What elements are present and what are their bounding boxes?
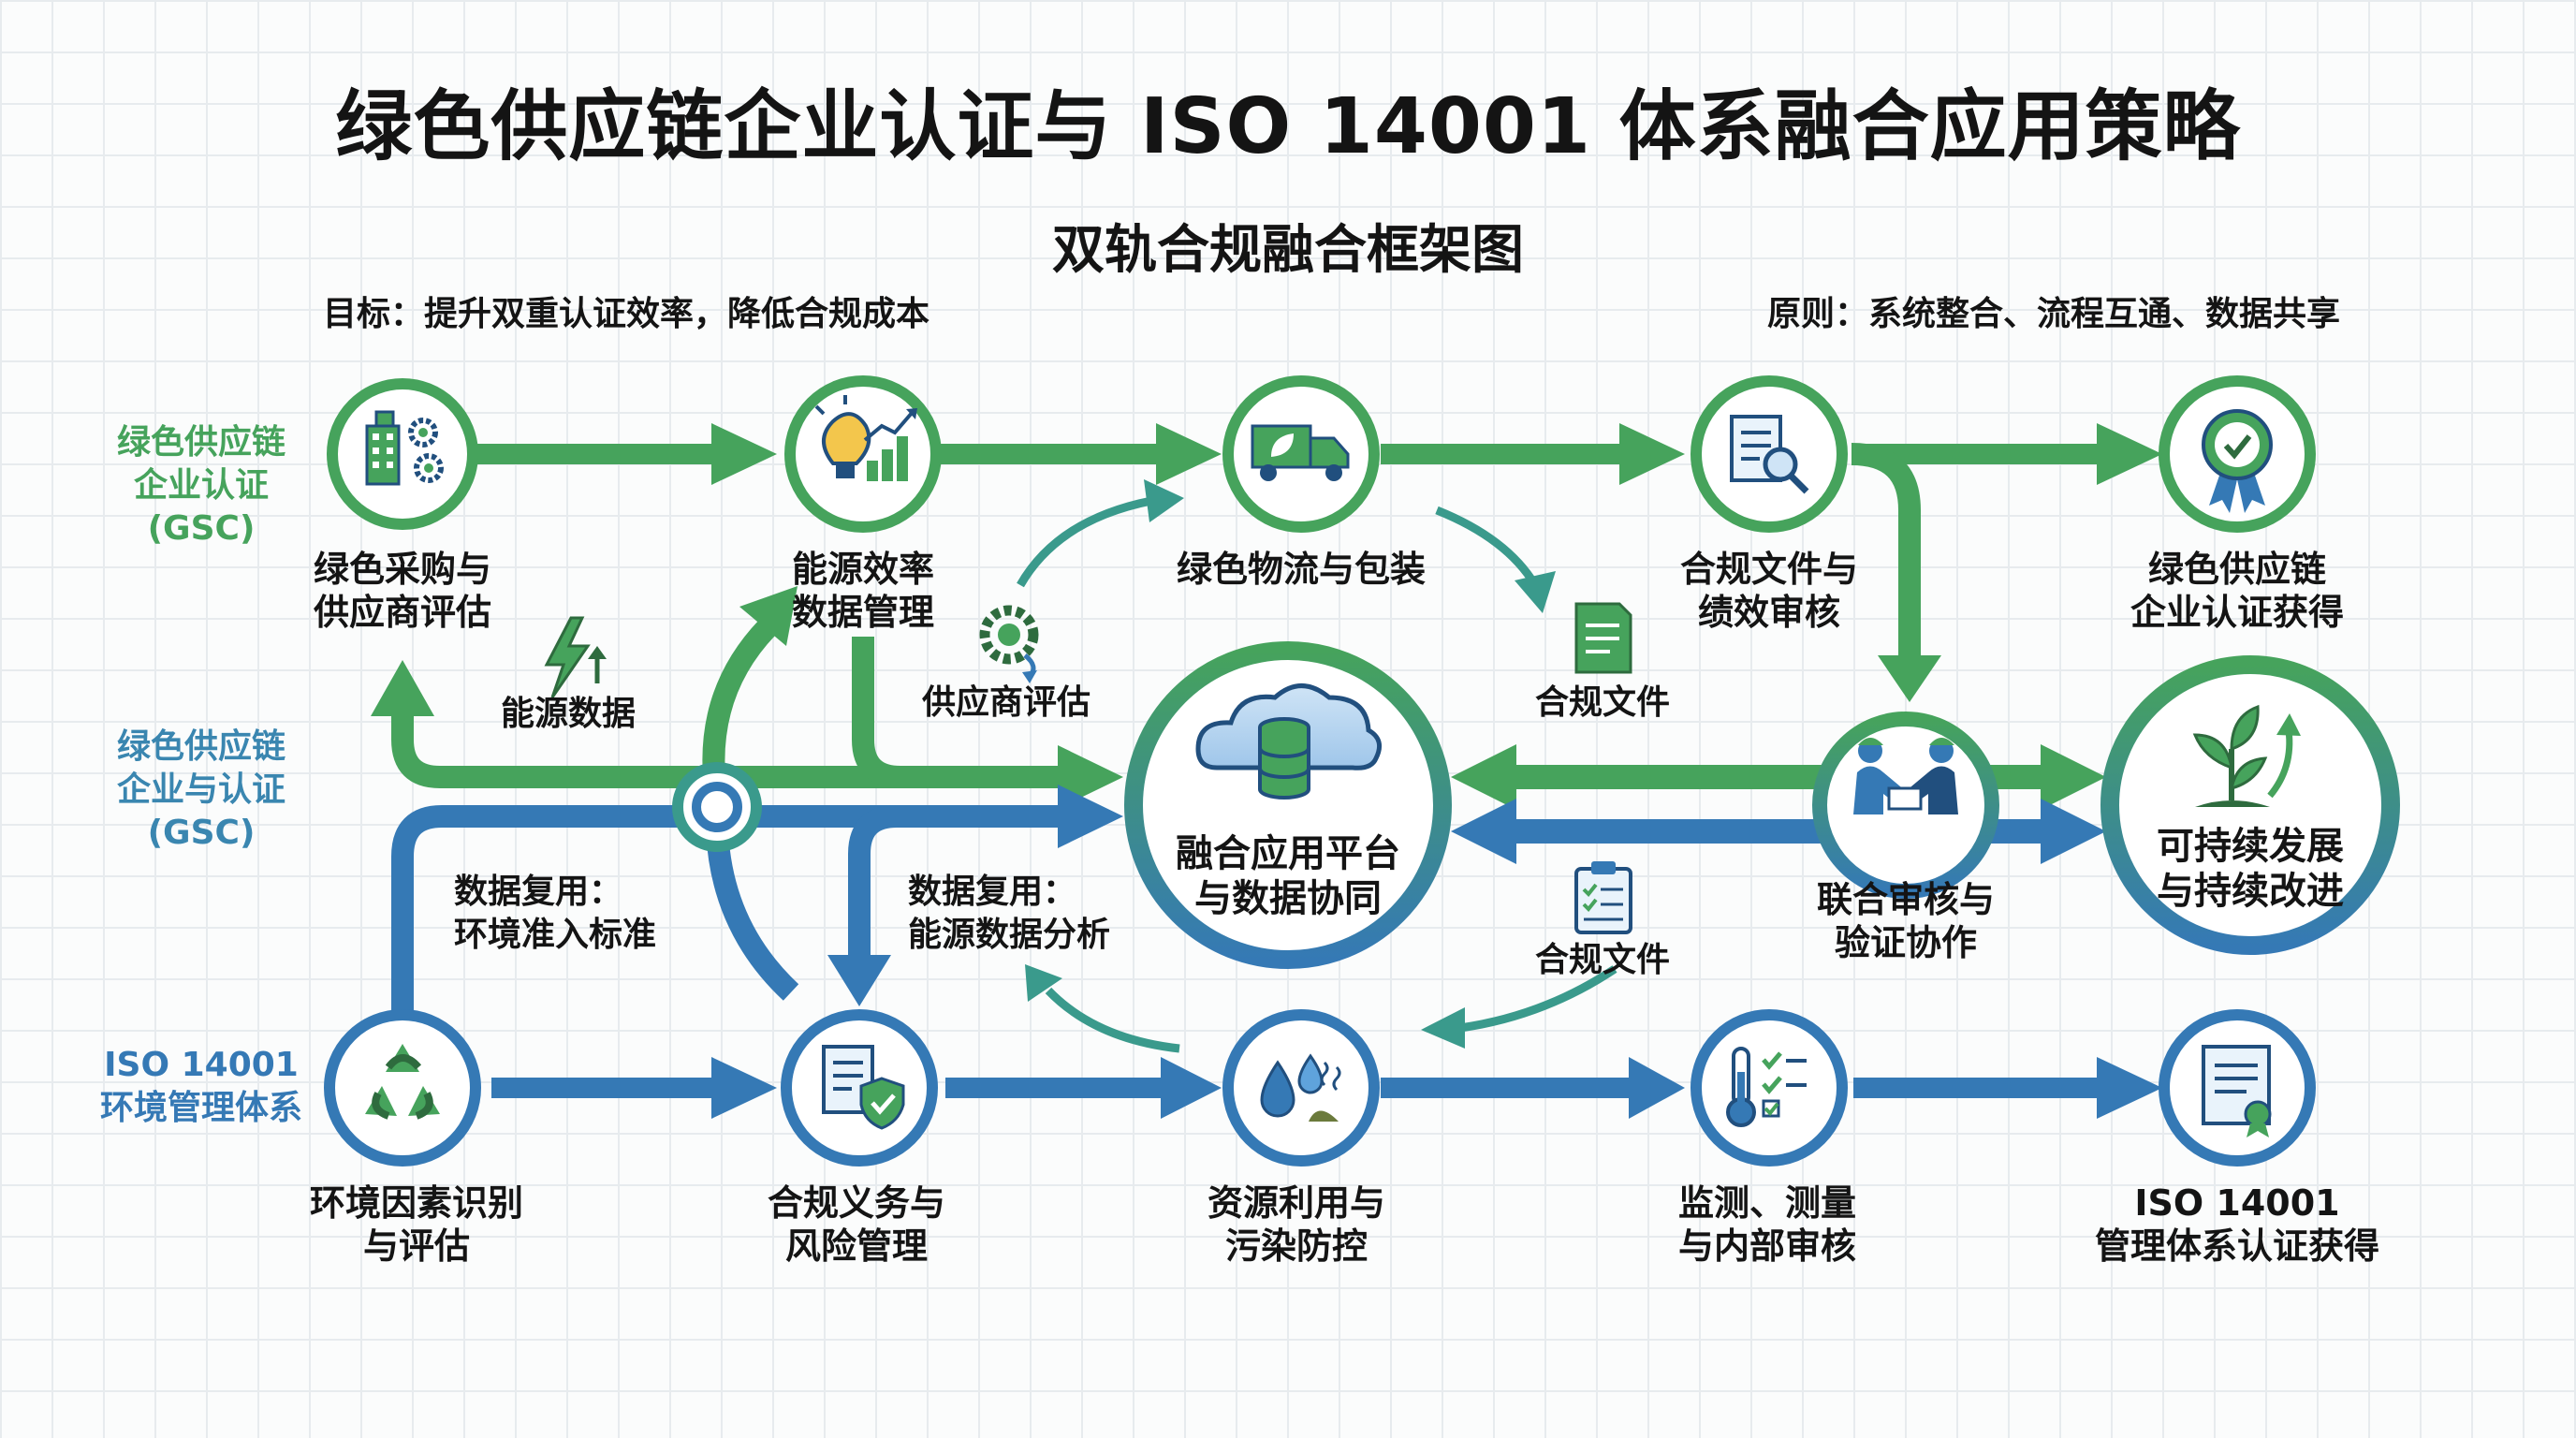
label-line: 可持续发展 bbox=[2157, 825, 2344, 868]
label-env-aspect-identification: 环境因素识别 与评估 bbox=[248, 1181, 585, 1268]
label-line: 环境准入标准 bbox=[454, 916, 657, 954]
handshake-icon bbox=[1853, 738, 1958, 814]
label-line: 管理体系认证获得 bbox=[2094, 1225, 2379, 1267]
diagram-subtitle: 双轨合规融合框架图 bbox=[1052, 220, 1524, 281]
label-fusion-platform: 融合应用平台 与数据协同 bbox=[1157, 831, 1419, 921]
cross-connectors bbox=[371, 443, 1941, 1088]
track-label-line: 企业与认证 bbox=[116, 770, 285, 809]
label-line: 绿色采购与 bbox=[313, 549, 491, 590]
label-line: 验证协作 bbox=[1834, 922, 1977, 963]
lightning-icon bbox=[544, 616, 607, 698]
track-label-gsc-top: 绿色供应链 企业认证 (GSC) bbox=[80, 421, 323, 550]
track-label-iso: ISO 14001 环境管理体系 bbox=[80, 1044, 323, 1130]
recycle-icon bbox=[365, 1044, 440, 1120]
label-joint-audit: 联合审核与 验证协作 bbox=[1775, 878, 2037, 964]
label-line: 绿色供应链 bbox=[2147, 549, 2326, 590]
label-sustainability: 可持续发展 与持续改进 bbox=[2119, 824, 2381, 914]
node-energy-efficiency[interactable] bbox=[784, 375, 942, 533]
center-arrows bbox=[1451, 744, 2106, 864]
gear-cycle-icon bbox=[979, 605, 1039, 683]
label-line: 风险管理 bbox=[784, 1225, 928, 1267]
label-line: 数据管理 bbox=[791, 592, 934, 633]
node-compliance-audit[interactable] bbox=[1690, 375, 1848, 533]
label-line: 与数据协同 bbox=[1194, 877, 1382, 920]
label-gsc-cert-obtained: 绿色供应链 企业认证获得 bbox=[2069, 548, 2406, 634]
label-energy-efficiency: 能源效率 数据管理 bbox=[695, 548, 1032, 634]
label-green-procurement: 绿色采购与 供应商评估 bbox=[234, 548, 571, 634]
label-compliance-doc-top: 合规文件 bbox=[1535, 683, 1671, 722]
node-fusion-platform[interactable] bbox=[1124, 641, 1452, 969]
iso-track-arrows bbox=[491, 1057, 2162, 1119]
label-line: 与内部审核 bbox=[1677, 1225, 1856, 1267]
node-resource-pollution[interactable] bbox=[1222, 1009, 1380, 1167]
node-sustainability[interactable] bbox=[2100, 655, 2400, 955]
label-line: 企业认证获得 bbox=[2130, 592, 2344, 633]
buildings-gear-icon bbox=[365, 410, 444, 486]
label-line: ISO 14001 bbox=[2134, 1182, 2340, 1224]
label-line: 数据复用： bbox=[908, 873, 1077, 911]
page-title: 绿色供应链企业认证与 ISO 14001 体系融合应用策略 bbox=[335, 82, 2241, 171]
award-badge-icon bbox=[2202, 409, 2273, 513]
document-icon-top bbox=[1574, 602, 1632, 674]
node-green-procurement[interactable] bbox=[327, 378, 478, 530]
label-supplier-eval: 供应商评估 bbox=[922, 683, 1091, 722]
label-line: 能源效率 bbox=[791, 549, 934, 590]
clipboard-icon bbox=[1574, 861, 1632, 934]
track-label-line: (GSC) bbox=[147, 509, 256, 548]
label-line: 污染防控 bbox=[1224, 1225, 1368, 1267]
water-drops-icon bbox=[1260, 1053, 1341, 1122]
label-resource-pollution: 资源利用与 污染防控 bbox=[1128, 1181, 1465, 1268]
label-line: 合规文件与 bbox=[1679, 549, 1858, 590]
label-line: 能源数据分析 bbox=[908, 916, 1111, 954]
label-line: 监测、测量 bbox=[1677, 1182, 1856, 1224]
node-iso-cert-obtained[interactable] bbox=[2159, 1009, 2316, 1167]
document-shield-icon bbox=[822, 1045, 905, 1130]
node-green-logistics[interactable] bbox=[1222, 375, 1380, 533]
certificate-icon bbox=[2202, 1045, 2272, 1137]
label-line: 与评估 bbox=[362, 1225, 470, 1267]
label-line: 与持续改进 bbox=[2157, 870, 2344, 913]
label-data-reuse-left: 数据复用： 环境准入标准 bbox=[454, 871, 656, 957]
label-line: 绿色物流与包装 bbox=[1176, 549, 1426, 590]
cloud-database-icon bbox=[1195, 683, 1383, 800]
node-env-aspect-identification[interactable] bbox=[324, 1009, 481, 1167]
label-data-reuse-right: 数据复用： 能源数据分析 bbox=[908, 871, 1110, 957]
node-monitoring-audit[interactable] bbox=[1690, 1009, 1848, 1167]
track-label-line: 绿色供应链 bbox=[116, 423, 285, 462]
lightbulb-chart-icon bbox=[814, 395, 917, 481]
label-green-logistics: 绿色物流与包装 bbox=[1133, 548, 1470, 591]
label-compliance-doc-bottom: 合规文件 bbox=[1535, 941, 1671, 979]
track-label-line: ISO 14001 bbox=[104, 1046, 299, 1084]
track-label-line: 绿色供应链 bbox=[116, 727, 285, 766]
label-compliance-audit: 合规文件与 绩效审核 bbox=[1601, 548, 1938, 634]
label-line: 联合审核与 bbox=[1816, 879, 1995, 920]
track-label-gsc-mid: 绿色供应链 企业与认证 (GSC) bbox=[80, 726, 323, 855]
label-compliance-risk: 合规义务与 风险管理 bbox=[688, 1181, 1025, 1268]
label-line: 合规义务与 bbox=[767, 1182, 945, 1224]
label-line: 绩效审核 bbox=[1697, 592, 1840, 633]
label-monitoring-audit: 监测、测量 与内部审核 bbox=[1599, 1181, 1936, 1268]
label-energy-data: 能源数据 bbox=[501, 695, 637, 733]
label-line: 融合应用平台 bbox=[1176, 832, 1400, 875]
track-label-line: 企业认证 bbox=[133, 466, 269, 505]
label-iso-cert-obtained: ISO 14001 管理体系认证获得 bbox=[2069, 1181, 2406, 1268]
goal-text: 目标：提升双重认证效率，降低合规成本 bbox=[323, 295, 930, 333]
principle-text: 原则：系统整合、流程互通、数据共享 bbox=[1766, 295, 2340, 333]
label-line: 环境因素识别 bbox=[309, 1182, 523, 1224]
document-search-icon bbox=[1730, 415, 1809, 494]
track-label-line: (GSC) bbox=[147, 814, 256, 852]
track-label-line: 环境管理体系 bbox=[99, 1089, 302, 1127]
thermometer-checklist-icon bbox=[1726, 1047, 1807, 1127]
label-line: 数据复用： bbox=[454, 873, 623, 911]
label-line: 供应商评估 bbox=[313, 592, 491, 633]
plant-growth-icon bbox=[2192, 704, 2301, 807]
label-line: 资源利用与 bbox=[1207, 1182, 1385, 1224]
node-compliance-risk[interactable] bbox=[781, 1009, 938, 1167]
node-gsc-cert-obtained[interactable] bbox=[2159, 375, 2316, 533]
node-joint-audit[interactable] bbox=[1812, 712, 1999, 899]
truck-leaf-icon bbox=[1251, 424, 1350, 481]
